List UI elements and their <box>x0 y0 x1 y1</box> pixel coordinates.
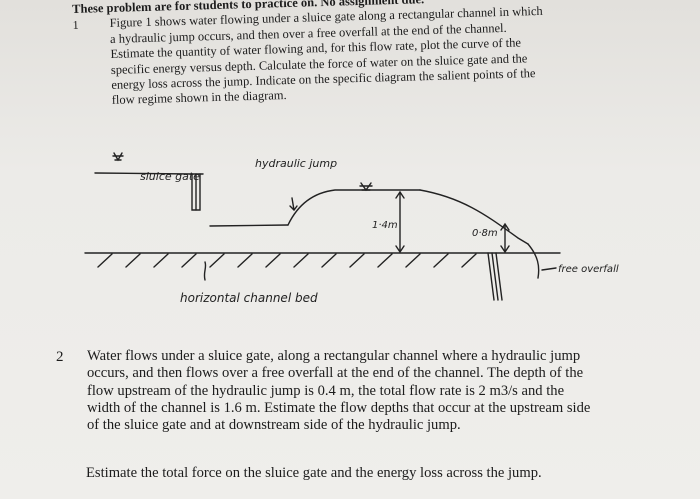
label-free-overfall: free overfall <box>558 264 619 275</box>
problem-2-last-line: Estimate the total force on the sluice g… <box>86 465 542 481</box>
label-channel-bed: horizontal channel bed <box>180 291 318 305</box>
problem-2-line: width of the channel is 1.6 m. Estimate … <box>87 399 591 416</box>
label-hydraulic-jump: hydraulic jump <box>255 157 337 170</box>
hydraulic-jump-figure: sluice gate hydraulic jump 1·4m 0·8m fre… <box>84 152 619 305</box>
problem-2-line: flow upstream of the hydraulic jump is 0… <box>87 382 565 399</box>
problem-1-text: Figure 1 shows water flowing under a slu… <box>109 1 674 109</box>
problem-2-text: Water flows under a sluice gate, along a… <box>87 348 667 434</box>
label-depth-end: 0·8m <box>472 228 498 239</box>
problem-2-line: Water flows under a sluice gate, along a… <box>87 348 581 364</box>
label-sluice-gate: sluice gate <box>140 170 200 183</box>
problem-1-number: 1 <box>72 17 79 32</box>
problem-2-line: occurs, and then flows over a free overf… <box>87 365 584 382</box>
problem-2-line: of the sluice gate and at downstream sid… <box>87 417 461 434</box>
problem-1: These problem are for students to practi… <box>72 0 675 110</box>
label-depth-jump: 1·4m <box>372 220 398 231</box>
problem-2-number: 2 <box>56 349 64 365</box>
